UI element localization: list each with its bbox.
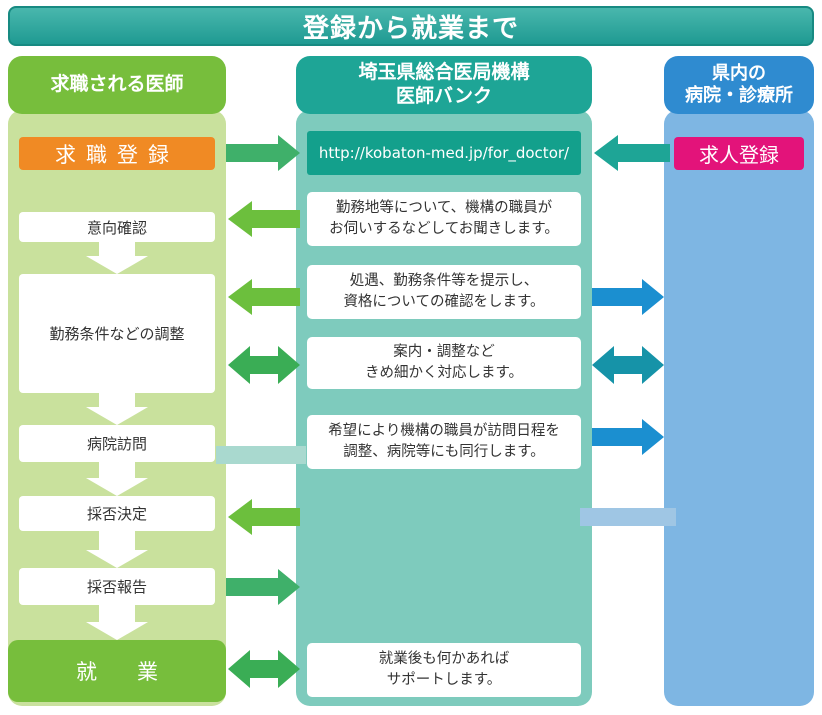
arrow-job-register [594, 135, 670, 171]
arrow-conditions [228, 279, 300, 315]
arrow-visit-schedule [592, 419, 664, 455]
note-visit-line1: 希望により機構の職員が訪問日程を [328, 422, 560, 439]
header-doctor-bank: 埼玉県総合医局機構医師バンク [296, 56, 592, 114]
down-arrow-4 [86, 531, 148, 568]
header-doctor-bank-line2: 医師バンク [396, 85, 492, 107]
band-decision [580, 508, 676, 526]
arrow-present-conditions [592, 279, 664, 315]
double-arrow-guidance [228, 346, 300, 384]
step-hospital-visit: 病院訪問 [19, 425, 215, 462]
step-decision-report: 採否報告 [19, 568, 215, 605]
note-conditions: 処遇、勤務条件等を提示し、資格についての確認をします。 [307, 265, 581, 319]
note-conditions-line1: 処遇、勤務条件等を提示し、 [349, 272, 539, 289]
step-decision: 採否決定 [19, 496, 215, 531]
step-adjust-conditions: 勤務条件などの調整 [19, 274, 215, 393]
header-hospital-line2: 病院・診療所 [685, 85, 793, 106]
note-guidance-line2: きめ細かく対応します。 [364, 365, 524, 381]
header-hospital: 県内の病院・診療所 [664, 56, 814, 114]
note-intent-line1: 勤務地等について、機構の職員が [335, 199, 553, 216]
down-arrow-2 [86, 393, 148, 425]
step-employment: 就業 [8, 640, 226, 702]
double-arrow-employment [228, 650, 300, 688]
note-visit-line2: 調整、病院等にも同行します。 [343, 444, 545, 460]
doctor-bank-url[interactable]: http://kobaton-med.jp/for_doctor/ [307, 131, 581, 175]
note-guidance-line1: 案内・調整など [393, 343, 495, 360]
header-doctor-bank-line1: 埼玉県総合医局機構 [358, 61, 530, 84]
note-conditions-line2: 資格についての確認をします。 [343, 294, 545, 310]
diagram-title: 登録から就業まで [8, 6, 814, 46]
header-hospital-line1: 県内の [712, 62, 766, 84]
step-job-seeker-register: 求職登録 [19, 137, 215, 170]
header-doctor: 求職される医師 [8, 56, 226, 114]
down-arrow-3 [86, 462, 148, 496]
arrow-decision [228, 499, 300, 535]
arrow-report [226, 569, 300, 605]
note-support-line1: 就業後も何かあれば [378, 650, 510, 667]
right-column [664, 110, 814, 706]
step-intent-confirm: 意向確認 [19, 212, 215, 242]
note-intent-line2: お伺いするなどしてお聞きします。 [329, 221, 559, 237]
down-arrow-1 [86, 242, 148, 274]
note-support: 就業後も何かあればサポートします。 [307, 643, 581, 697]
step-job-offer-register: 求人登録 [674, 137, 804, 170]
note-visit: 希望により機構の職員が訪問日程を調整、病院等にも同行します。 [307, 415, 581, 469]
arrow-register [226, 135, 300, 171]
down-arrow-5 [86, 605, 148, 640]
note-guidance: 案内・調整などきめ細かく対応します。 [307, 337, 581, 389]
note-support-line2: サポートします。 [386, 672, 502, 688]
band-visit [216, 446, 306, 464]
note-intent: 勤務地等について、機構の職員がお伺いするなどしてお聞きします。 [307, 192, 581, 246]
double-arrow-hospital [592, 346, 664, 384]
arrow-intent [228, 201, 300, 237]
